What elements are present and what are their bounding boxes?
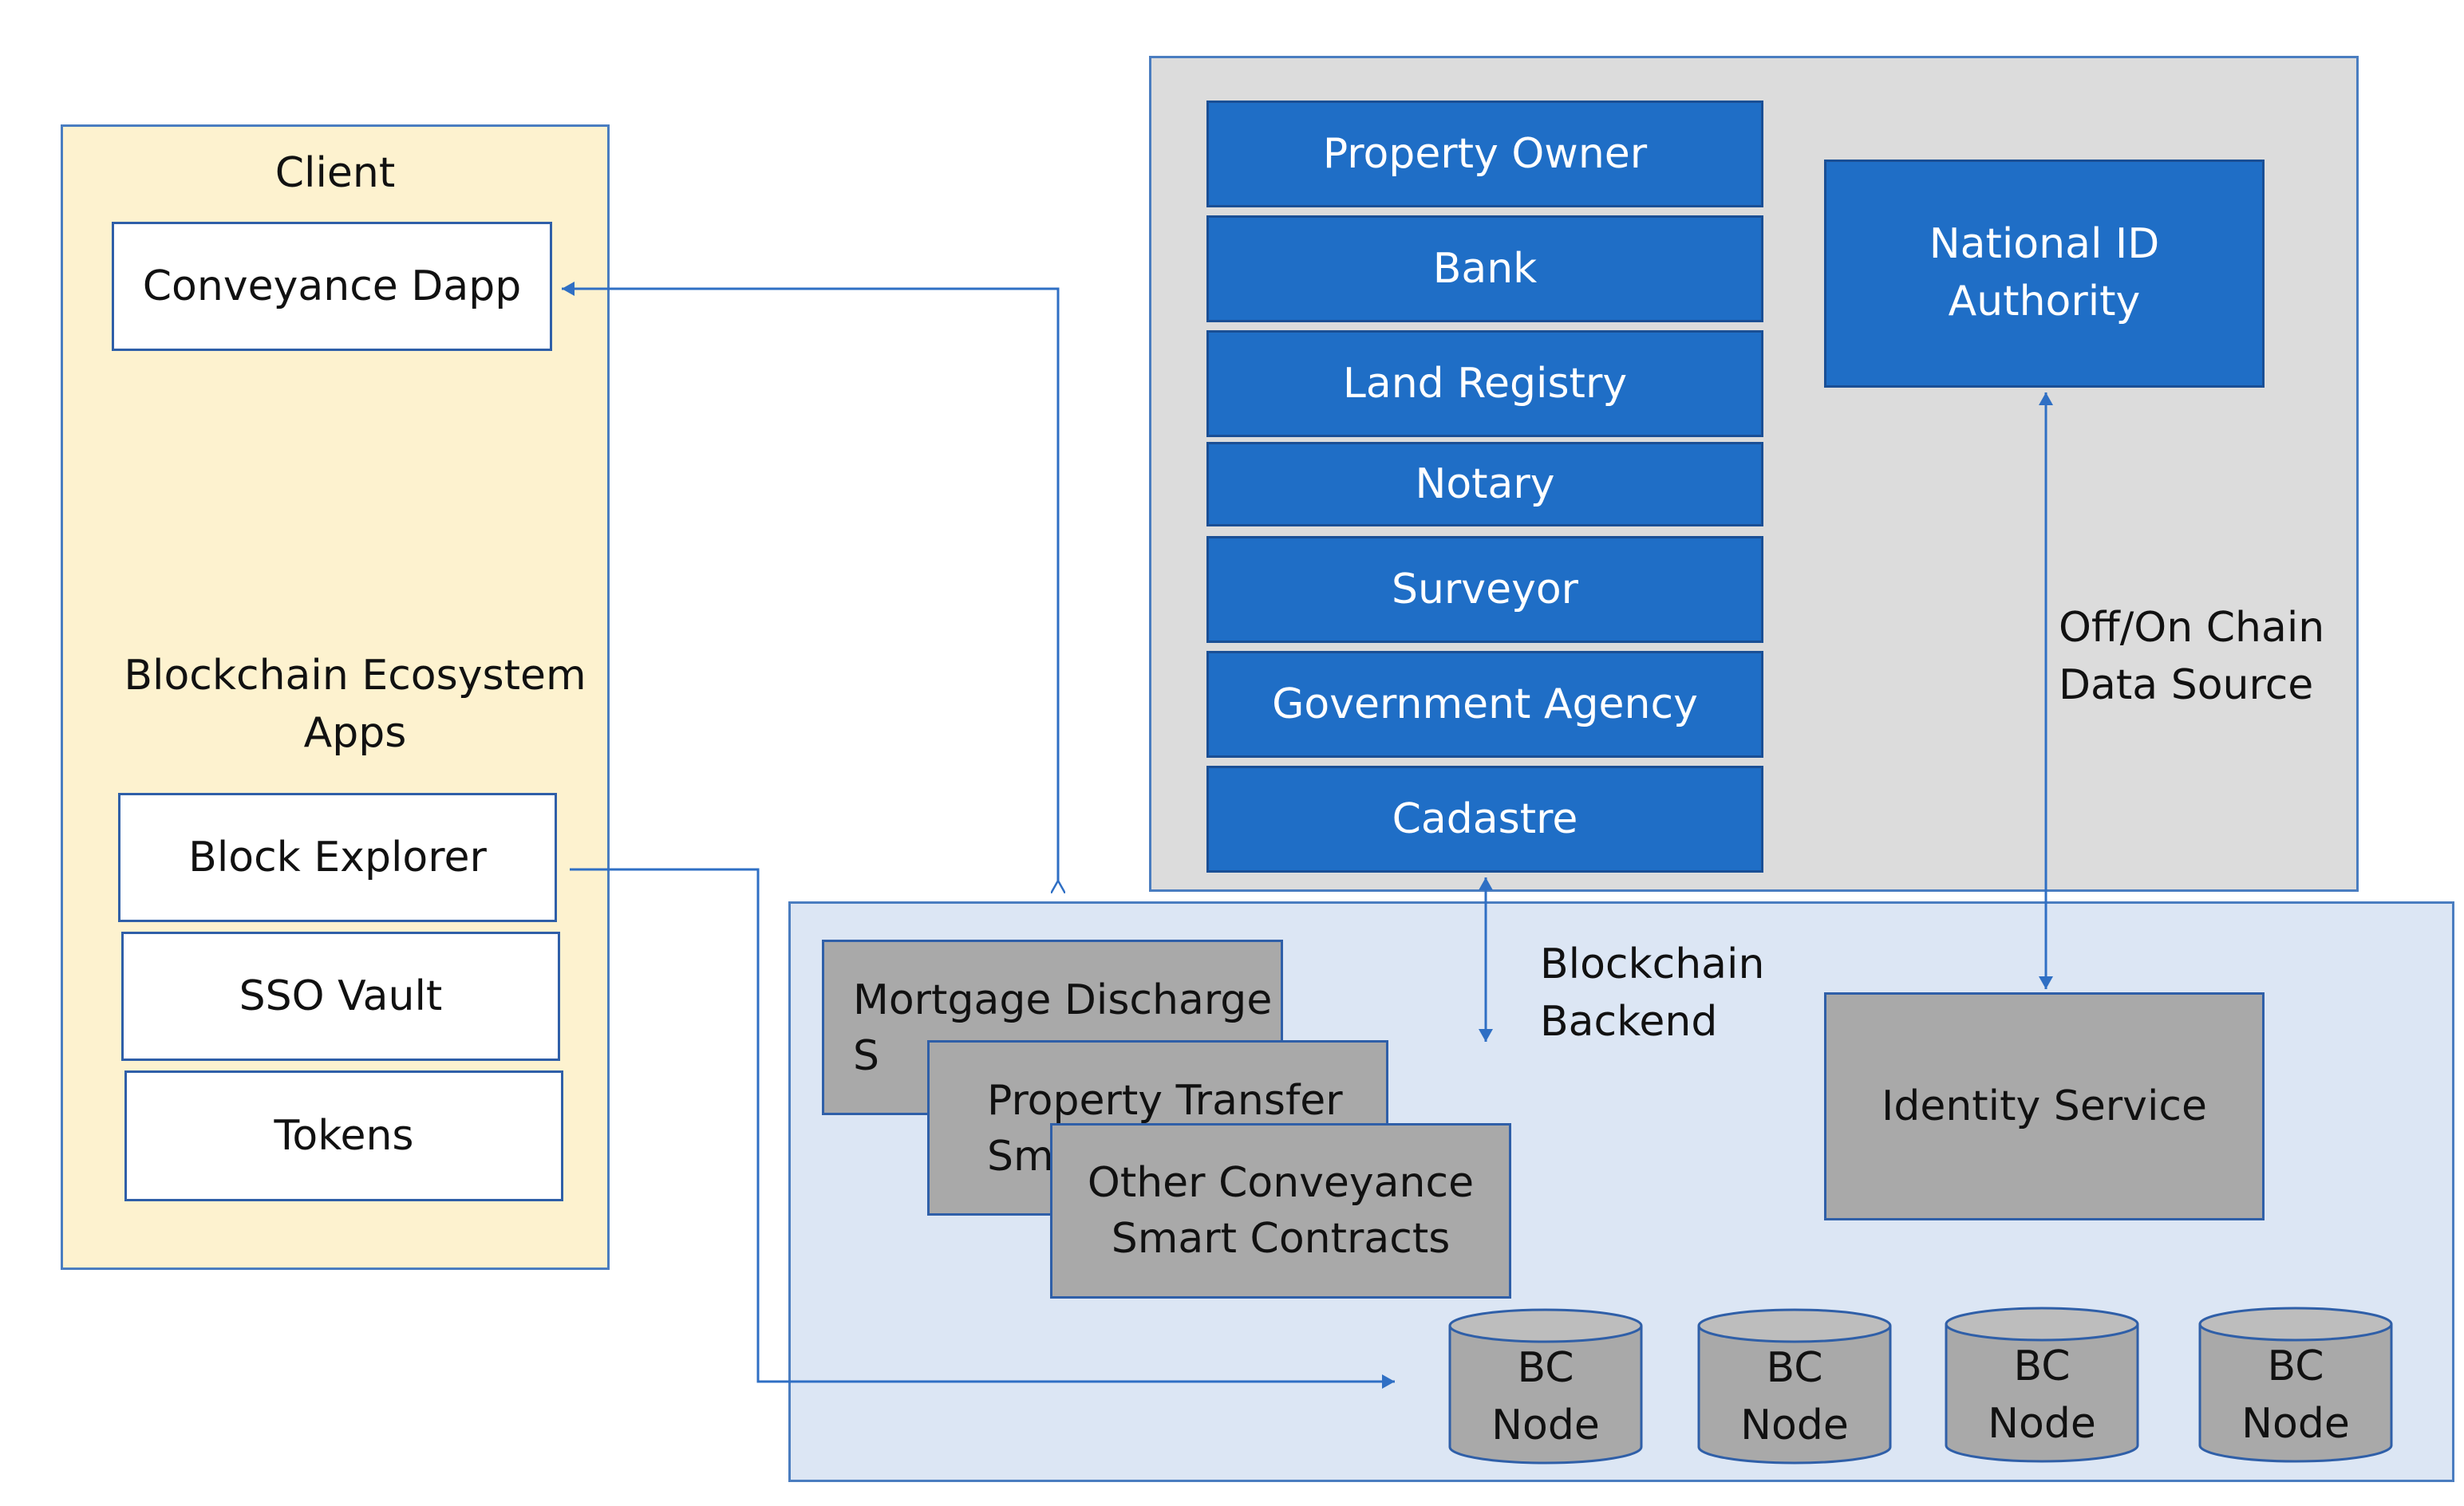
role-bank[interactable]: Bank xyxy=(1206,215,1763,322)
role-label: Cadastre xyxy=(1392,795,1578,843)
cylinder-icon xyxy=(1945,1307,2139,1463)
data-source-line1: Off/On Chain xyxy=(2059,604,2325,652)
cylinder-icon xyxy=(2198,1307,2393,1463)
backend-title-line1: Blockchain xyxy=(1540,940,1765,988)
data-source-line2: Data Source xyxy=(2059,660,2314,709)
bc-node-label: BC Node xyxy=(1944,1338,2140,1453)
national-id-line1: National ID xyxy=(1929,220,2160,269)
role-label: Government Agency xyxy=(1272,680,1698,728)
national-id-line2: Authority xyxy=(1948,278,2141,325)
transfer-line2: Sm xyxy=(987,1133,1054,1181)
role-label: Bank xyxy=(1432,245,1538,293)
other-line2: Smart Contracts xyxy=(1111,1215,1451,1263)
national-id-authority-box[interactable]: National ID Authority xyxy=(1824,160,2265,388)
bc-node-label: BC Node xyxy=(1447,1340,1644,1455)
ecosystem-title-line2: Apps xyxy=(303,708,407,757)
identity-service-box[interactable]: Identity Service xyxy=(1824,992,2265,1220)
explorer-nodes-arrow xyxy=(570,868,1395,1389)
data-source-label: Off/On Chain Data Source xyxy=(2059,600,2346,715)
identity-service-label: Identity Service xyxy=(1881,1082,2207,1130)
conveyance-dapp-label: Conveyance Dapp xyxy=(142,262,522,310)
conveyance-dapp-box[interactable]: Conveyance Dapp xyxy=(112,222,552,351)
bc-node-line1: BC xyxy=(1517,1344,1574,1392)
mortgage-discharge-text: Mortgage Discharge S xyxy=(853,972,1272,1084)
bc-node-line1: BC xyxy=(1766,1344,1823,1392)
tokens-label: Tokens xyxy=(274,1112,414,1160)
role-property-owner[interactable]: Property Owner xyxy=(1206,101,1763,207)
other-line1: Other Conveyance xyxy=(1087,1158,1475,1207)
sso-vault-box[interactable]: SSO Vault xyxy=(121,932,560,1061)
mortgage-line1: Mortgage Discharge xyxy=(853,976,1273,1024)
ecosystem-title-line1: Blockchain Ecosystem xyxy=(124,652,586,700)
role-label: Land Registry xyxy=(1342,360,1628,408)
role-land-registry[interactable]: Land Registry xyxy=(1206,330,1763,437)
mortgage-line2: S xyxy=(853,1032,880,1081)
bc-node[interactable]: BC Node xyxy=(1944,1307,2140,1463)
transfer-line1: Property Transfer xyxy=(987,1077,1343,1125)
bc-node-line1: BC xyxy=(2267,1342,2324,1390)
role-notary[interactable]: Notary xyxy=(1206,442,1763,526)
role-cadastre[interactable]: Cadastre xyxy=(1206,766,1763,873)
sso-vault-label: SSO Vault xyxy=(239,972,443,1020)
backend-title-line2: Backend xyxy=(1540,997,1718,1046)
role-government-agency[interactable]: Government Agency xyxy=(1206,651,1763,758)
dapp-backend-arrow xyxy=(562,289,1058,881)
role-label: Property Owner xyxy=(1322,130,1648,178)
bc-node-line1: BC xyxy=(2013,1342,2071,1390)
cylinder-icon xyxy=(1697,1308,1892,1465)
block-explorer-label: Block Explorer xyxy=(188,834,487,881)
bc-node-label: BC Node xyxy=(1696,1340,1893,1455)
backend-title: Blockchain Backend xyxy=(1540,936,1795,1051)
cylinder-icon xyxy=(1448,1308,1643,1465)
property-transfer-text: Property Transfer Sm xyxy=(987,1073,1343,1185)
bc-node-line2: Node xyxy=(2241,1399,2350,1448)
role-label: Notary xyxy=(1415,460,1555,508)
bc-node[interactable]: BC Node xyxy=(2197,1307,2394,1463)
bc-node[interactable]: BC Node xyxy=(1447,1308,1644,1465)
role-label: Surveyor xyxy=(1391,566,1579,613)
bc-node[interactable]: BC Node xyxy=(1696,1308,1893,1465)
bc-node-line2: Node xyxy=(1740,1401,1849,1449)
role-surveyor[interactable]: Surveyor xyxy=(1206,536,1763,643)
ecosystem-title: Blockchain Ecosystem Apps xyxy=(80,648,630,763)
block-explorer-box[interactable]: Block Explorer xyxy=(118,793,557,922)
bc-node-label: BC Node xyxy=(2197,1338,2394,1453)
bc-node-line2: Node xyxy=(1491,1401,1600,1449)
client-title: Client xyxy=(274,149,396,197)
tokens-box[interactable]: Tokens xyxy=(124,1070,563,1201)
bc-node-line2: Node xyxy=(1988,1399,2096,1448)
other-conveyance-contracts[interactable]: Other Conveyance Smart Contracts xyxy=(1050,1123,1511,1299)
